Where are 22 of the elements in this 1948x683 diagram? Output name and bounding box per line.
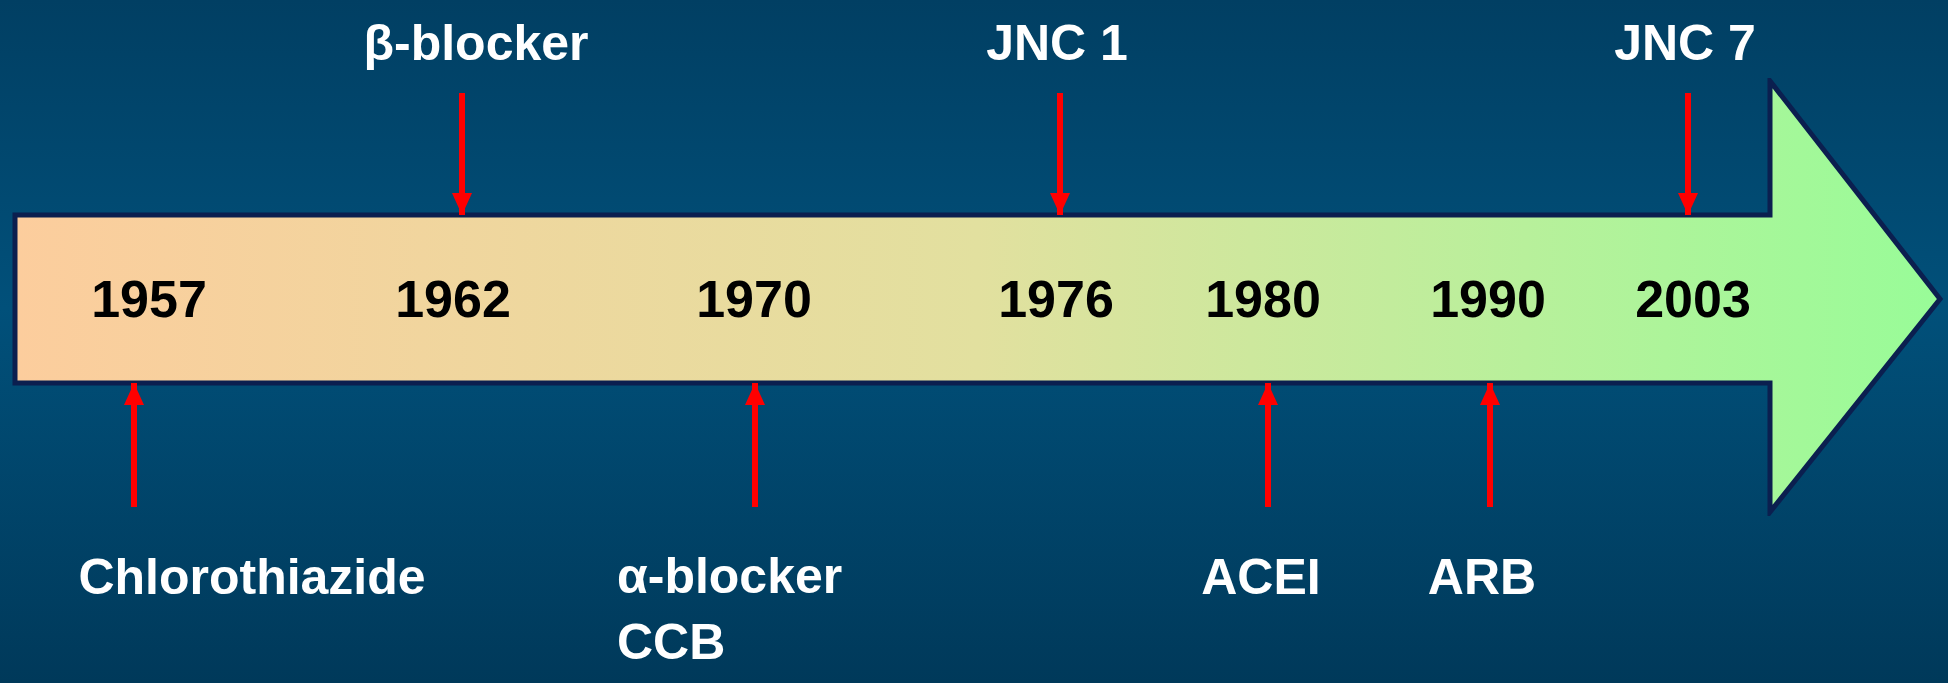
event-label: α-blocker CCB bbox=[617, 507, 917, 681]
year-label: 1957 bbox=[54, 217, 244, 381]
timeline-arrow bbox=[12, 78, 1944, 516]
arrow bbox=[452, 93, 472, 215]
year-label: 1980 bbox=[1168, 217, 1358, 381]
year-label: 1976 bbox=[961, 217, 1151, 381]
year-label: 2003 bbox=[1598, 217, 1788, 381]
arrow bbox=[1480, 383, 1500, 507]
arrow bbox=[745, 383, 765, 507]
year-label: 1970 bbox=[659, 217, 849, 381]
event-label: β-blocker bbox=[363, 0, 589, 93]
event-label: ACEI bbox=[1201, 507, 1321, 617]
arrow bbox=[1050, 93, 1070, 215]
year-label: 1990 bbox=[1393, 217, 1583, 381]
arrow bbox=[124, 383, 144, 507]
event-label: JNC 7 bbox=[1614, 0, 1756, 93]
arrow bbox=[1678, 93, 1698, 215]
event-label: JNC 1 bbox=[986, 0, 1128, 93]
year-label: 1962 bbox=[358, 217, 548, 381]
arrow bbox=[1258, 383, 1278, 507]
event-label: Chlorothiazide bbox=[78, 507, 426, 617]
event-label: ARB bbox=[1427, 507, 1537, 617]
